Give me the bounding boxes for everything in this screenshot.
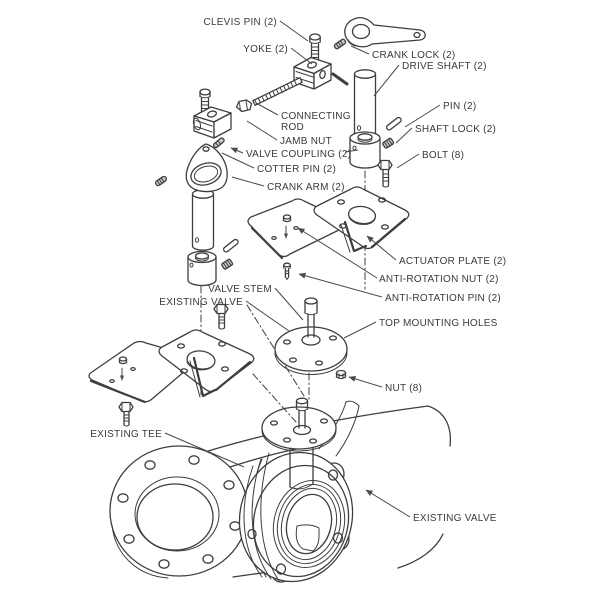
leader-nut xyxy=(348,376,383,388)
label-existing-valve-lower: EXISTING VALVE xyxy=(413,513,497,524)
leader-valve-coupling-left xyxy=(230,147,244,154)
anti-rotation-nut-part-2 xyxy=(118,356,128,365)
leader-top-mounting-holes xyxy=(343,321,377,339)
label-existing-tee: EXISTING TEE xyxy=(90,429,162,440)
leader-shaft-lock xyxy=(395,127,413,144)
crank-arm-part xyxy=(185,143,228,193)
label-crank-arm: CRANK ARM (2) xyxy=(267,182,345,193)
leader-yoke xyxy=(290,47,313,65)
pin-part xyxy=(385,116,402,131)
leader-lines xyxy=(164,20,441,518)
leader-pin xyxy=(404,104,441,128)
label-cotter-pin: COTTER PIN (2) xyxy=(257,164,336,175)
label-actuator-plate: ACTUATOR PLATE (2) xyxy=(399,256,506,267)
bolt-part-3 xyxy=(213,303,229,330)
leader-connecting-rod xyxy=(255,102,279,116)
pin-part-2 xyxy=(222,238,239,253)
leader-drive-shaft xyxy=(373,64,400,97)
label-jamb-nut: JAMB NUT xyxy=(280,136,332,147)
leader-anti-rotation-nut xyxy=(297,227,378,279)
top-mounting-flange-part xyxy=(274,297,348,375)
yoke-part-2 xyxy=(192,106,232,139)
crank-arm-pin-part xyxy=(154,175,168,187)
leader-crank-arm xyxy=(231,176,265,187)
label-anti-rotation-pin: ANTI-ROTATION PIN (2) xyxy=(385,293,501,304)
leader-valve-coupling-right xyxy=(344,149,359,153)
label-connecting-rod-1: CONNECTING xyxy=(281,111,351,122)
bolt-part-2 xyxy=(118,401,134,427)
jamb-nut-part xyxy=(235,99,253,113)
actuator-plate-left xyxy=(88,329,255,404)
label-drive-shaft: DRIVE SHAFT (2) xyxy=(402,61,487,72)
shaft-lock-part xyxy=(382,137,395,149)
labels: CLEVIS PIN (2) YOKE (2) CRANK LOCK (2) D… xyxy=(90,17,506,524)
crank-lock-pin-part xyxy=(333,38,347,50)
crank-lock-part xyxy=(344,17,426,48)
leader-valve-stem xyxy=(274,287,304,321)
drive-shaft-part-2 xyxy=(191,189,215,251)
leader-crank-lock xyxy=(350,45,370,55)
bolt-part xyxy=(377,159,393,188)
valve-coupling-part-2 xyxy=(187,250,217,287)
label-bolt: BOLT (8) xyxy=(422,150,464,161)
shaft-lock-part-2 xyxy=(221,258,234,270)
leader-anti-rotation-pin xyxy=(298,272,383,298)
anti-rotation-pin-part xyxy=(283,262,291,280)
leader-clevis-pin xyxy=(279,20,309,42)
leader-existing-valve-lower xyxy=(365,489,411,518)
leader-jamb-nut xyxy=(246,120,278,141)
label-shaft-lock: SHAFT LOCK (2) xyxy=(415,124,496,135)
clevis-pin-part xyxy=(309,33,321,62)
label-existing-valve-upper: EXISTING VALVE xyxy=(159,297,243,308)
cotter-pin-part xyxy=(212,137,225,149)
yoke-part xyxy=(293,56,349,90)
leader-bolt xyxy=(396,153,420,169)
label-valve-stem: VALVE STEM xyxy=(208,284,272,295)
label-valve-coupling: VALVE COUPLING (2) xyxy=(246,149,351,160)
label-connecting-rod-2: ROD xyxy=(281,122,304,133)
label-pin: PIN (2) xyxy=(443,101,476,112)
label-crank-lock: CRANK LOCK (2) xyxy=(372,50,456,61)
drive-shaft-part xyxy=(353,69,377,139)
nut-part xyxy=(335,369,347,380)
label-nut: NUT (8) xyxy=(385,383,422,394)
existing-valve-part xyxy=(238,397,360,583)
valve-coupling-part xyxy=(349,131,381,169)
label-anti-rotation-nut: ANTI-ROTATION NUT (2) xyxy=(379,274,499,285)
leader-existing-valve-upper xyxy=(245,300,290,332)
leader-existing-tee xyxy=(164,432,245,468)
label-yoke: YOKE (2) xyxy=(243,44,288,55)
actuator-plate-middle xyxy=(247,186,410,260)
leader-cotter-pin xyxy=(221,152,255,169)
leader-actuator-plate xyxy=(366,235,397,261)
connecting-rod-part xyxy=(252,77,303,106)
anti-rotation-nut-part xyxy=(282,214,292,223)
label-top-mounting-holes: TOP MOUNTING HOLES xyxy=(379,318,498,329)
label-clevis-pin: CLEVIS PIN (2) xyxy=(203,17,277,28)
